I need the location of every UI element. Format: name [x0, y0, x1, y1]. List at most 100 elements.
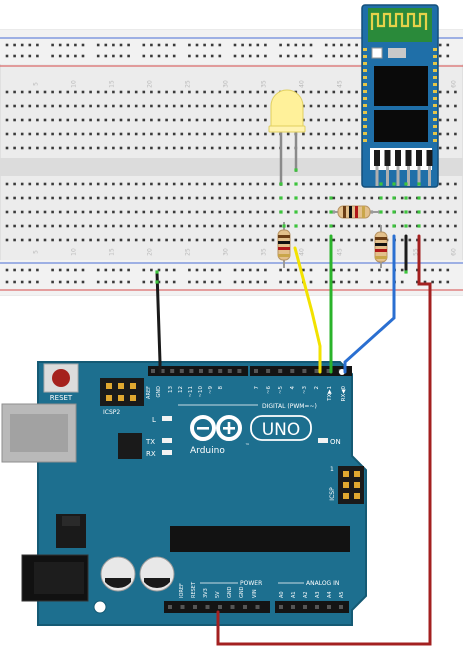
terminal-hole: [119, 132, 123, 136]
terminal-hole: [362, 238, 366, 242]
rail-hole: [324, 54, 328, 58]
rail-hole: [431, 268, 434, 272]
rail-hole: [241, 43, 244, 47]
bt-side-pad: [433, 48, 437, 51]
column-number: 35: [260, 248, 267, 256]
terminal-hole: [127, 104, 130, 108]
terminal-hole: [309, 146, 313, 150]
terminal-hole: [127, 196, 130, 200]
rail-hole: [172, 43, 176, 47]
rail-hole: [51, 43, 54, 47]
rail-hole: [81, 280, 85, 284]
terminal-hole: [226, 90, 229, 94]
rail-hole: [142, 268, 146, 272]
terminal-hole: [226, 118, 229, 122]
power-pin-label: RESET: [191, 581, 197, 598]
header-hole: [237, 369, 242, 373]
terminal-hole: [20, 104, 24, 108]
reset-button[interactable]: [43, 363, 79, 393]
rail-hole: [347, 268, 351, 272]
rail-hole: [248, 54, 252, 58]
rail-hole: [195, 43, 199, 47]
terminal-hole: [408, 224, 412, 228]
terminal-hole: [20, 118, 24, 122]
terminal-hole: [43, 196, 47, 200]
header-hole: [208, 369, 213, 373]
terminal-hole: [119, 118, 123, 122]
terminal-hole: [256, 146, 260, 150]
terminal-hole: [241, 132, 244, 136]
terminal-hole: [188, 118, 191, 122]
rail-hole: [446, 54, 450, 58]
terminal-hole: [112, 146, 115, 150]
digital-pin-label: 13: [168, 386, 174, 393]
terminal-hole: [317, 146, 320, 150]
bt-side-pad: [433, 83, 437, 86]
led-body: [270, 89, 304, 129]
rail-hole: [340, 43, 343, 47]
terminal-hole: [241, 118, 244, 122]
terminal-hole: [165, 196, 168, 200]
terminal-hole: [264, 238, 267, 242]
rail-hole: [104, 268, 108, 272]
terminal-hole: [157, 224, 161, 228]
column-number: 20: [146, 80, 153, 88]
rail-hole: [241, 268, 244, 272]
terminal-hole: [172, 146, 176, 150]
terminal-hole: [248, 238, 252, 242]
rail-hole: [81, 268, 85, 272]
terminal-hole: [5, 146, 9, 150]
terminal-hole: [104, 118, 108, 122]
terminal-hole: [241, 90, 244, 94]
rail-hole: [347, 280, 351, 284]
terminal-hole: [74, 238, 77, 242]
terminal-hole: [74, 224, 77, 228]
rail-hole: [210, 43, 214, 47]
terminal-hole: [66, 104, 70, 108]
terminal-hole: [165, 118, 168, 122]
wires: [155, 234, 432, 646]
arduino-logo: [190, 415, 242, 441]
rail-hole: [157, 280, 161, 284]
rail-hole: [218, 280, 222, 284]
connected-hole: [379, 196, 383, 200]
bt-pin-leg: [417, 166, 421, 186]
rail-hole: [438, 43, 442, 47]
rail-hole: [28, 54, 32, 58]
digital-pin-label: ~10: [198, 386, 204, 398]
uno-logo-text: UNO: [262, 420, 301, 440]
terminal-hole: [66, 90, 70, 94]
terminal-hole: [454, 238, 457, 242]
terminal-hole: [58, 118, 62, 122]
rail-hole: [172, 280, 176, 284]
terminal-hole: [66, 118, 70, 122]
terminal-hole: [157, 146, 161, 150]
header-hole: [339, 605, 343, 609]
led-rx: [162, 450, 172, 455]
terminal-hole: [188, 238, 191, 242]
terminal-hole: [446, 224, 450, 228]
rail-hole: [279, 54, 282, 58]
rail-hole: [119, 280, 123, 284]
terminal-hole: [332, 132, 336, 136]
terminal-hole: [89, 224, 92, 228]
rail-hole: [203, 280, 206, 284]
connected-hole: [417, 210, 421, 214]
bt-side-pad: [433, 90, 437, 93]
rail-hole: [347, 54, 351, 58]
terminal-hole: [51, 196, 54, 200]
connected-hole: [404, 210, 408, 214]
terminal-hole: [362, 224, 366, 228]
terminal-hole: [96, 210, 100, 214]
terminal-hole: [58, 238, 62, 242]
terminal-hole: [454, 196, 457, 200]
center-channel: [0, 158, 463, 176]
terminal-hole: [119, 90, 123, 94]
terminal-hole: [362, 196, 366, 200]
column-number: 10: [70, 248, 77, 256]
reset-button-cap[interactable]: [52, 369, 70, 387]
terminal-hole: [134, 182, 138, 186]
connected-hole: [279, 182, 283, 186]
digital-header-right: [250, 366, 352, 376]
terminal-hole: [150, 210, 153, 214]
